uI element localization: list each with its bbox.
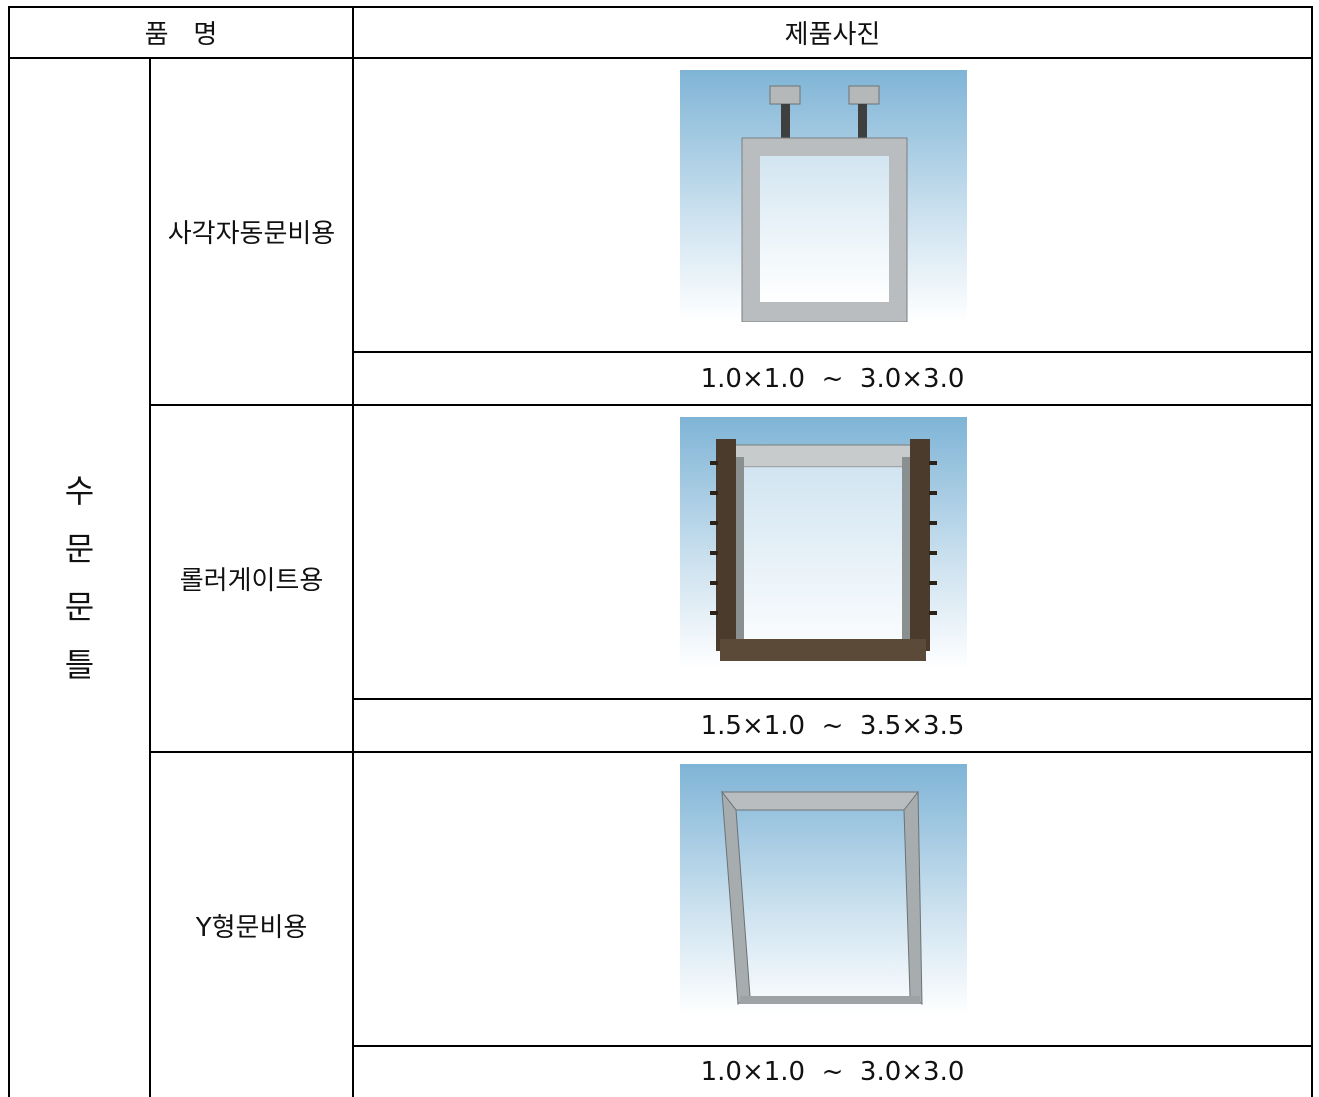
- row1-bottom: [149, 404, 1313, 406]
- y-gate-frame-photo: [680, 764, 967, 1016]
- row1-name: 사각자동문비용: [167, 219, 336, 249]
- category-char-3: 문: [64, 588, 95, 626]
- row2-size: 1.5×1.0 ~ 3.5×3.5: [700, 710, 965, 741]
- row1-size-divider: [352, 351, 1313, 353]
- row3-name: Y형문비용: [195, 912, 308, 943]
- category-char-1: 수: [64, 472, 95, 510]
- header-product-photo: 제품사진: [784, 20, 881, 50]
- category-label: 수 문 문 틀: [10, 59, 149, 1097]
- row1-size: 1.0×1.0 ~ 3.0×3.0: [700, 363, 965, 394]
- name-photo-divider: [352, 6, 354, 1097]
- category-char-2: 문: [64, 530, 95, 568]
- header-item-name: 품 명: [144, 20, 218, 50]
- roller-gate-frame-photo: [680, 417, 967, 669]
- table-border-left: [8, 6, 10, 1097]
- row3-size-divider: [352, 1045, 1313, 1047]
- header-divider: [8, 57, 1313, 59]
- category-char-4: 틀: [64, 646, 95, 684]
- row2-bottom: [149, 751, 1313, 753]
- table-border-top: [8, 6, 1313, 8]
- square-gate-frame-photo: [680, 70, 967, 322]
- category-divider: [149, 57, 151, 1097]
- row3-size: 1.0×1.0 ~ 3.0×3.0: [700, 1057, 965, 1087]
- row2-size-divider: [352, 698, 1313, 700]
- row2-name: 롤러게이트용: [179, 566, 324, 596]
- table-border-right: [1311, 6, 1313, 1097]
